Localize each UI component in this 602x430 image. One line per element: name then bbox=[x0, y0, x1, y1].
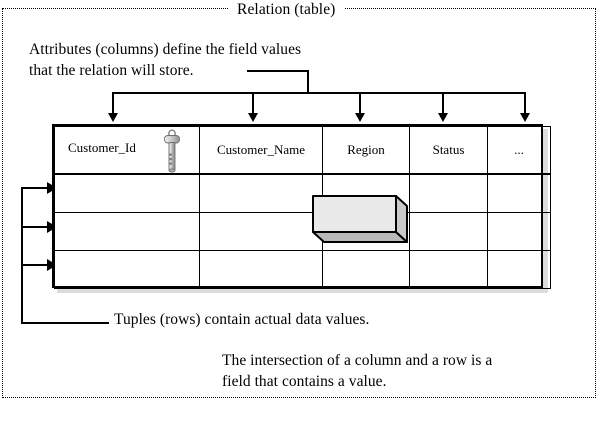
field-highlight-box bbox=[312, 195, 408, 244]
attribute-arrow-customer-name bbox=[248, 93, 258, 122]
column-header-label: Status bbox=[432, 142, 465, 157]
tuple-arrow-row-2 bbox=[22, 221, 57, 233]
table-header-row: Customer_Id Customer_Name Region Status … bbox=[54, 126, 551, 175]
attribute-arrow-region bbox=[355, 93, 365, 122]
table-row bbox=[54, 212, 551, 251]
attribute-bus-stub-horizontal bbox=[247, 70, 309, 72]
attribute-arrow-status bbox=[438, 93, 448, 122]
column-header-label: Region bbox=[347, 142, 385, 157]
attribute-bus-line bbox=[112, 92, 526, 94]
relation-table: Customer_Id Customer_Name Region Status … bbox=[52, 124, 551, 289]
attribute-arrow-ellipsis bbox=[520, 93, 530, 122]
column-header-label: ... bbox=[514, 142, 524, 157]
table-cell bbox=[199, 250, 323, 289]
intersection-caption: The intersection of a column and a row i… bbox=[222, 352, 493, 390]
column-header-region: Region bbox=[322, 126, 410, 175]
column-header-label: Customer_Id bbox=[68, 140, 136, 155]
tuples-caption: Tuples (rows) contain actual data values… bbox=[114, 311, 370, 328]
attributes-caption: Attributes (columns) define the field va… bbox=[29, 41, 302, 79]
tuple-arrow-row-3 bbox=[22, 259, 57, 271]
table-row bbox=[54, 173, 551, 213]
tuple-arrow-row-1 bbox=[22, 182, 57, 194]
table-cell bbox=[409, 250, 488, 289]
table-cell bbox=[199, 173, 323, 213]
table-cell bbox=[409, 173, 488, 213]
table-cell bbox=[54, 250, 200, 289]
relation-boundary-label: Relation (table) bbox=[228, 0, 345, 19]
table-cell bbox=[487, 250, 551, 289]
key-icon bbox=[158, 128, 186, 176]
column-header-label: Customer_Name bbox=[216, 142, 306, 157]
tuple-bracket-bottom bbox=[21, 322, 109, 324]
attribute-arrow-customer-id bbox=[108, 93, 118, 122]
column-header-customer-name: Customer_Name bbox=[199, 126, 323, 175]
table-cell bbox=[54, 212, 200, 251]
tuple-bracket-vertical bbox=[21, 187, 23, 324]
table-cell bbox=[54, 173, 200, 213]
table-cell bbox=[487, 173, 551, 213]
attribute-bus-stub-vertical bbox=[307, 70, 309, 94]
table-cell bbox=[199, 212, 323, 251]
table-cell bbox=[409, 212, 488, 251]
column-header-ellipsis: ... bbox=[487, 126, 551, 175]
column-header-status: Status bbox=[409, 126, 488, 175]
table-cell bbox=[487, 212, 551, 251]
table-row bbox=[54, 250, 551, 289]
table-cell bbox=[322, 250, 410, 289]
